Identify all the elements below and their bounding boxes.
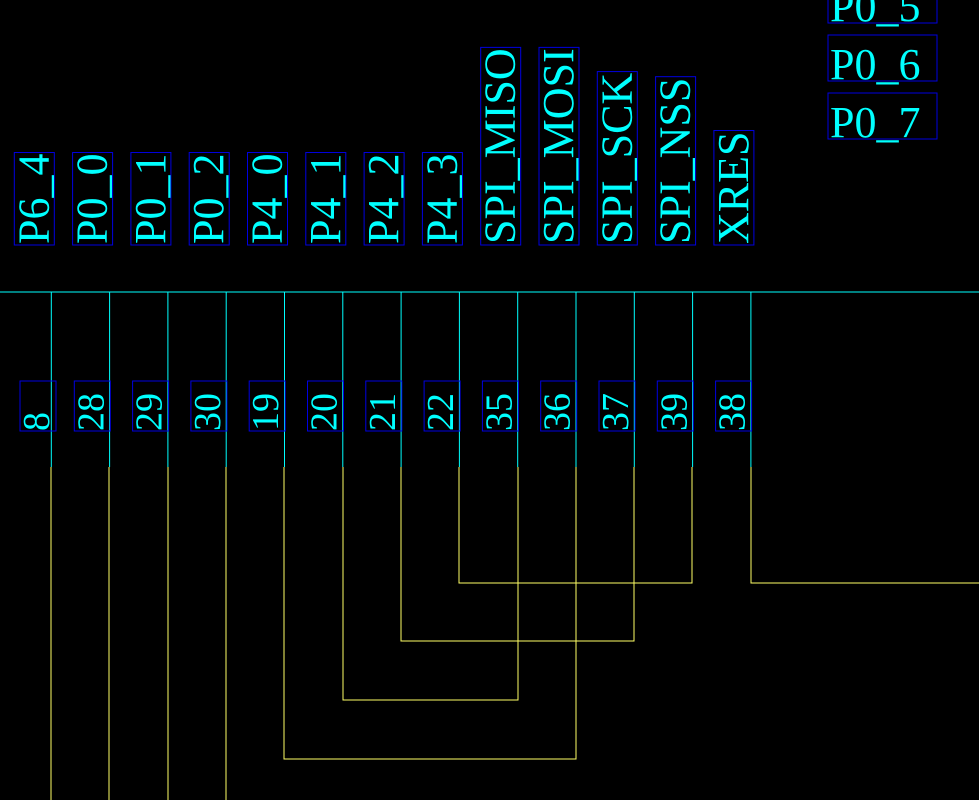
pin-signal-label: P6_4 bbox=[9, 152, 58, 246]
pin-number-box bbox=[19, 380, 57, 432]
pin-number-labels: 8 28 29 30 19 20 21 22 35 36 37 39 38 bbox=[16, 380, 754, 432]
port-label-box bbox=[827, 0, 938, 24]
pin-number-text: 36 bbox=[537, 393, 579, 431]
pin-signal-box bbox=[72, 152, 114, 246]
pin-number-label: 22 bbox=[420, 380, 462, 432]
pin-signal-text: P4_1 bbox=[301, 154, 350, 244]
port-label: P0_5 bbox=[830, 0, 920, 31]
pin-signal-label: P4_1 bbox=[301, 152, 350, 246]
pin-signal-text: P4_0 bbox=[243, 154, 292, 244]
pin-number-label: 35 bbox=[478, 380, 520, 432]
pin-number-label: 38 bbox=[712, 380, 754, 432]
pin-number-label: 36 bbox=[537, 380, 579, 432]
pin-signal-label: P4_0 bbox=[243, 152, 292, 246]
pin-signal-text: P0_0 bbox=[68, 154, 117, 244]
pin-signal-box bbox=[538, 46, 580, 246]
pin-number-box bbox=[190, 380, 228, 432]
pin-number-text: 8 bbox=[16, 412, 58, 431]
pin-number-label: 28 bbox=[70, 380, 112, 432]
pin-signal-label: P4_3 bbox=[417, 152, 466, 246]
pin-number-label: 29 bbox=[129, 380, 171, 432]
pin-signal-label: SPI_MISO bbox=[476, 46, 525, 246]
net-wire bbox=[342, 467, 519, 701]
port-label: P0_6 bbox=[830, 40, 920, 89]
pin-signal-text: P4_3 bbox=[417, 154, 466, 244]
port-label: P0_7 bbox=[830, 98, 920, 147]
port-labels: P0_5P0_6P0_7 bbox=[827, 0, 938, 147]
pin-number-box bbox=[73, 380, 111, 432]
pin-number-text: 39 bbox=[653, 393, 695, 431]
pin-number-text: 37 bbox=[595, 393, 637, 431]
pin-signal-label: XRES bbox=[709, 130, 758, 246]
pin-number-label: 39 bbox=[653, 380, 695, 432]
pin-signal-label: P4_2 bbox=[359, 152, 408, 246]
net-wires bbox=[50, 467, 979, 800]
pin-signal-text: P4_2 bbox=[359, 154, 408, 244]
net-wire bbox=[283, 467, 577, 760]
pin-signal-text: P0_1 bbox=[126, 154, 175, 244]
pin-number-text: 28 bbox=[70, 393, 112, 431]
pin-signal-text: SPI_SCK bbox=[592, 73, 641, 244]
pin-number-box bbox=[307, 380, 344, 432]
port-label-box bbox=[827, 34, 938, 82]
pin-signal-box bbox=[363, 152, 405, 246]
pin-number-text: 20 bbox=[304, 393, 346, 431]
pin-signal-box bbox=[247, 152, 288, 246]
pin-number-label: 30 bbox=[187, 380, 229, 432]
pin-number-text: 38 bbox=[712, 393, 754, 431]
pin-signal-box bbox=[421, 152, 463, 246]
pin-number-box bbox=[132, 380, 170, 432]
pin-number-box bbox=[423, 380, 461, 432]
pin-number-text: 19 bbox=[245, 393, 287, 431]
pin-lines bbox=[50, 292, 752, 467]
pin-number-box bbox=[365, 380, 403, 432]
pin-signal-label: P0_1 bbox=[126, 152, 175, 246]
pin-signal-text: SPI_MOSI bbox=[534, 48, 583, 244]
pin-signal-label: SPI_SCK bbox=[592, 71, 641, 246]
pin-signal-box bbox=[305, 152, 347, 246]
pin-number-text: 29 bbox=[129, 393, 171, 431]
pin-number-label: 19 bbox=[245, 380, 287, 432]
pin-number-box bbox=[481, 380, 519, 432]
signal-labels: P6_2P6_4P0_0P0_1P0_2P4_0P4_1P4_2P4_3SPI_… bbox=[9, 46, 758, 246]
pin-signal-box bbox=[713, 130, 755, 246]
pin-signal-box bbox=[596, 71, 638, 246]
pin-number-box bbox=[598, 380, 636, 432]
pin-signal-text: SPI_NSS bbox=[651, 78, 700, 244]
pin-signal-label: P0_2 bbox=[184, 152, 233, 246]
pin-signal-box bbox=[130, 152, 172, 246]
pin-signal-label: P0_0 bbox=[68, 152, 117, 246]
pin-number-label: 37 bbox=[595, 380, 637, 432]
pin-signal-text: P6_4 bbox=[9, 154, 58, 244]
pin-number-text: 35 bbox=[478, 393, 520, 431]
pin-signal-text: P0_2 bbox=[184, 154, 233, 244]
pin-signal-box bbox=[655, 76, 697, 246]
port-label-box bbox=[827, 92, 938, 140]
pin-signal-text: XRES bbox=[709, 132, 758, 244]
pin-signal-box bbox=[480, 46, 522, 246]
pin-number-text: 22 bbox=[420, 393, 462, 431]
pin-number-label: 21 bbox=[362, 380, 404, 432]
net-wire bbox=[750, 467, 979, 584]
pin-signal-label: SPI_NSS bbox=[651, 76, 700, 246]
pin-number-box bbox=[540, 380, 578, 432]
pin-number-label: 8 bbox=[16, 380, 58, 432]
pin-number-text: 21 bbox=[362, 393, 404, 431]
pin-number-label: 20 bbox=[304, 380, 346, 432]
pin-signal-label: SPI_MOSI bbox=[534, 46, 583, 246]
pin-signal-box bbox=[188, 152, 230, 246]
pin-number-box bbox=[715, 380, 753, 432]
pin-signal-box bbox=[13, 152, 55, 246]
pin-number-box bbox=[656, 380, 694, 432]
pin-signal-text: SPI_MISO bbox=[476, 48, 525, 244]
pin-number-text: 30 bbox=[187, 393, 229, 431]
pin-number-box bbox=[248, 380, 286, 432]
